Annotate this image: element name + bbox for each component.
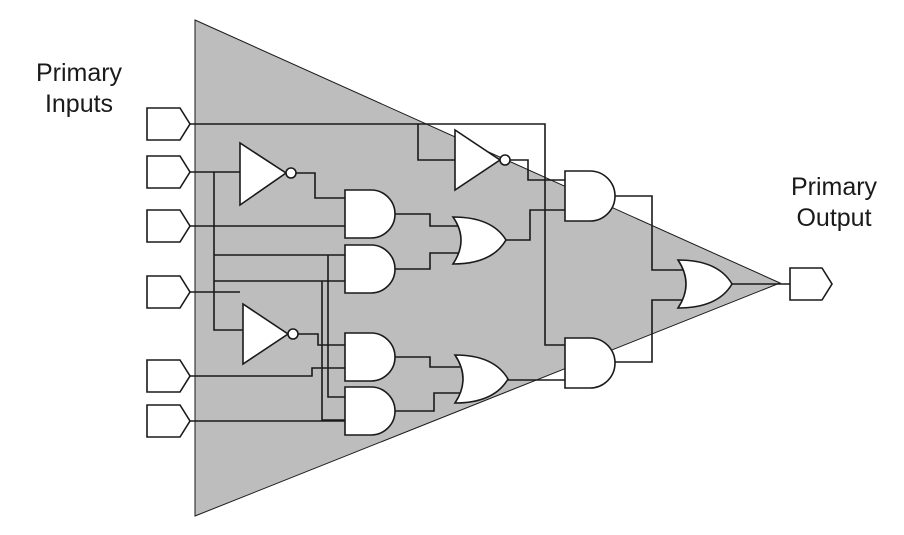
inverter-2	[242, 302, 299, 366]
wire-in5	[190, 367, 345, 377]
input-pad-4	[146, 275, 191, 309]
or-gate-2	[453, 354, 509, 404]
wire-in4-down	[321, 281, 345, 421]
wires	[190, 123, 790, 422]
and-gate-a	[564, 170, 616, 222]
wire-and2-or1	[395, 252, 460, 270]
and-gates	[344, 170, 616, 436]
input-pad-1	[146, 107, 191, 141]
and-gate-b	[564, 337, 616, 389]
and-gate-3	[344, 332, 396, 382]
wire-and3-or2	[395, 356, 460, 368]
wire-or1-anda	[506, 209, 565, 241]
wire-in2-bus	[213, 172, 243, 331]
inverter-3	[454, 128, 511, 192]
primary-output-label-line2: Output	[796, 204, 872, 232]
and-gate-4	[344, 386, 396, 436]
wire-not1-and1	[296, 172, 345, 199]
primary-inputs-label-line1: Primary	[35, 59, 123, 87]
wire-andb-orf	[614, 299, 684, 363]
wire-not2-and3	[298, 333, 345, 346]
wire-anda-orf	[614, 195, 684, 271]
inverter-1	[239, 141, 297, 207]
wire-bus-down	[327, 255, 345, 398]
wire-not3-anda	[510, 159, 565, 181]
wire-in1-branch-not3	[417, 124, 455, 161]
or-gate-1	[451, 216, 507, 265]
output-pad	[789, 267, 833, 301]
and-gate-2	[344, 244, 396, 294]
wire-and4-or2	[395, 392, 460, 412]
or-gates	[451, 216, 733, 404]
input-pad-6	[146, 404, 191, 438]
primary-inputs-label-line2: Inputs	[44, 90, 114, 118]
primary-input-pads	[146, 107, 191, 438]
input-pad-2	[146, 155, 191, 189]
primary-output-label-line1: Primary	[790, 173, 878, 201]
inverters	[239, 128, 511, 366]
wire-and1-or1	[395, 213, 460, 227]
input-pad-3	[146, 209, 191, 243]
or-gate-final	[676, 259, 733, 309]
wire-in1	[190, 123, 565, 346]
input-pad-5	[146, 359, 191, 393]
and-gate-1	[344, 189, 396, 239]
